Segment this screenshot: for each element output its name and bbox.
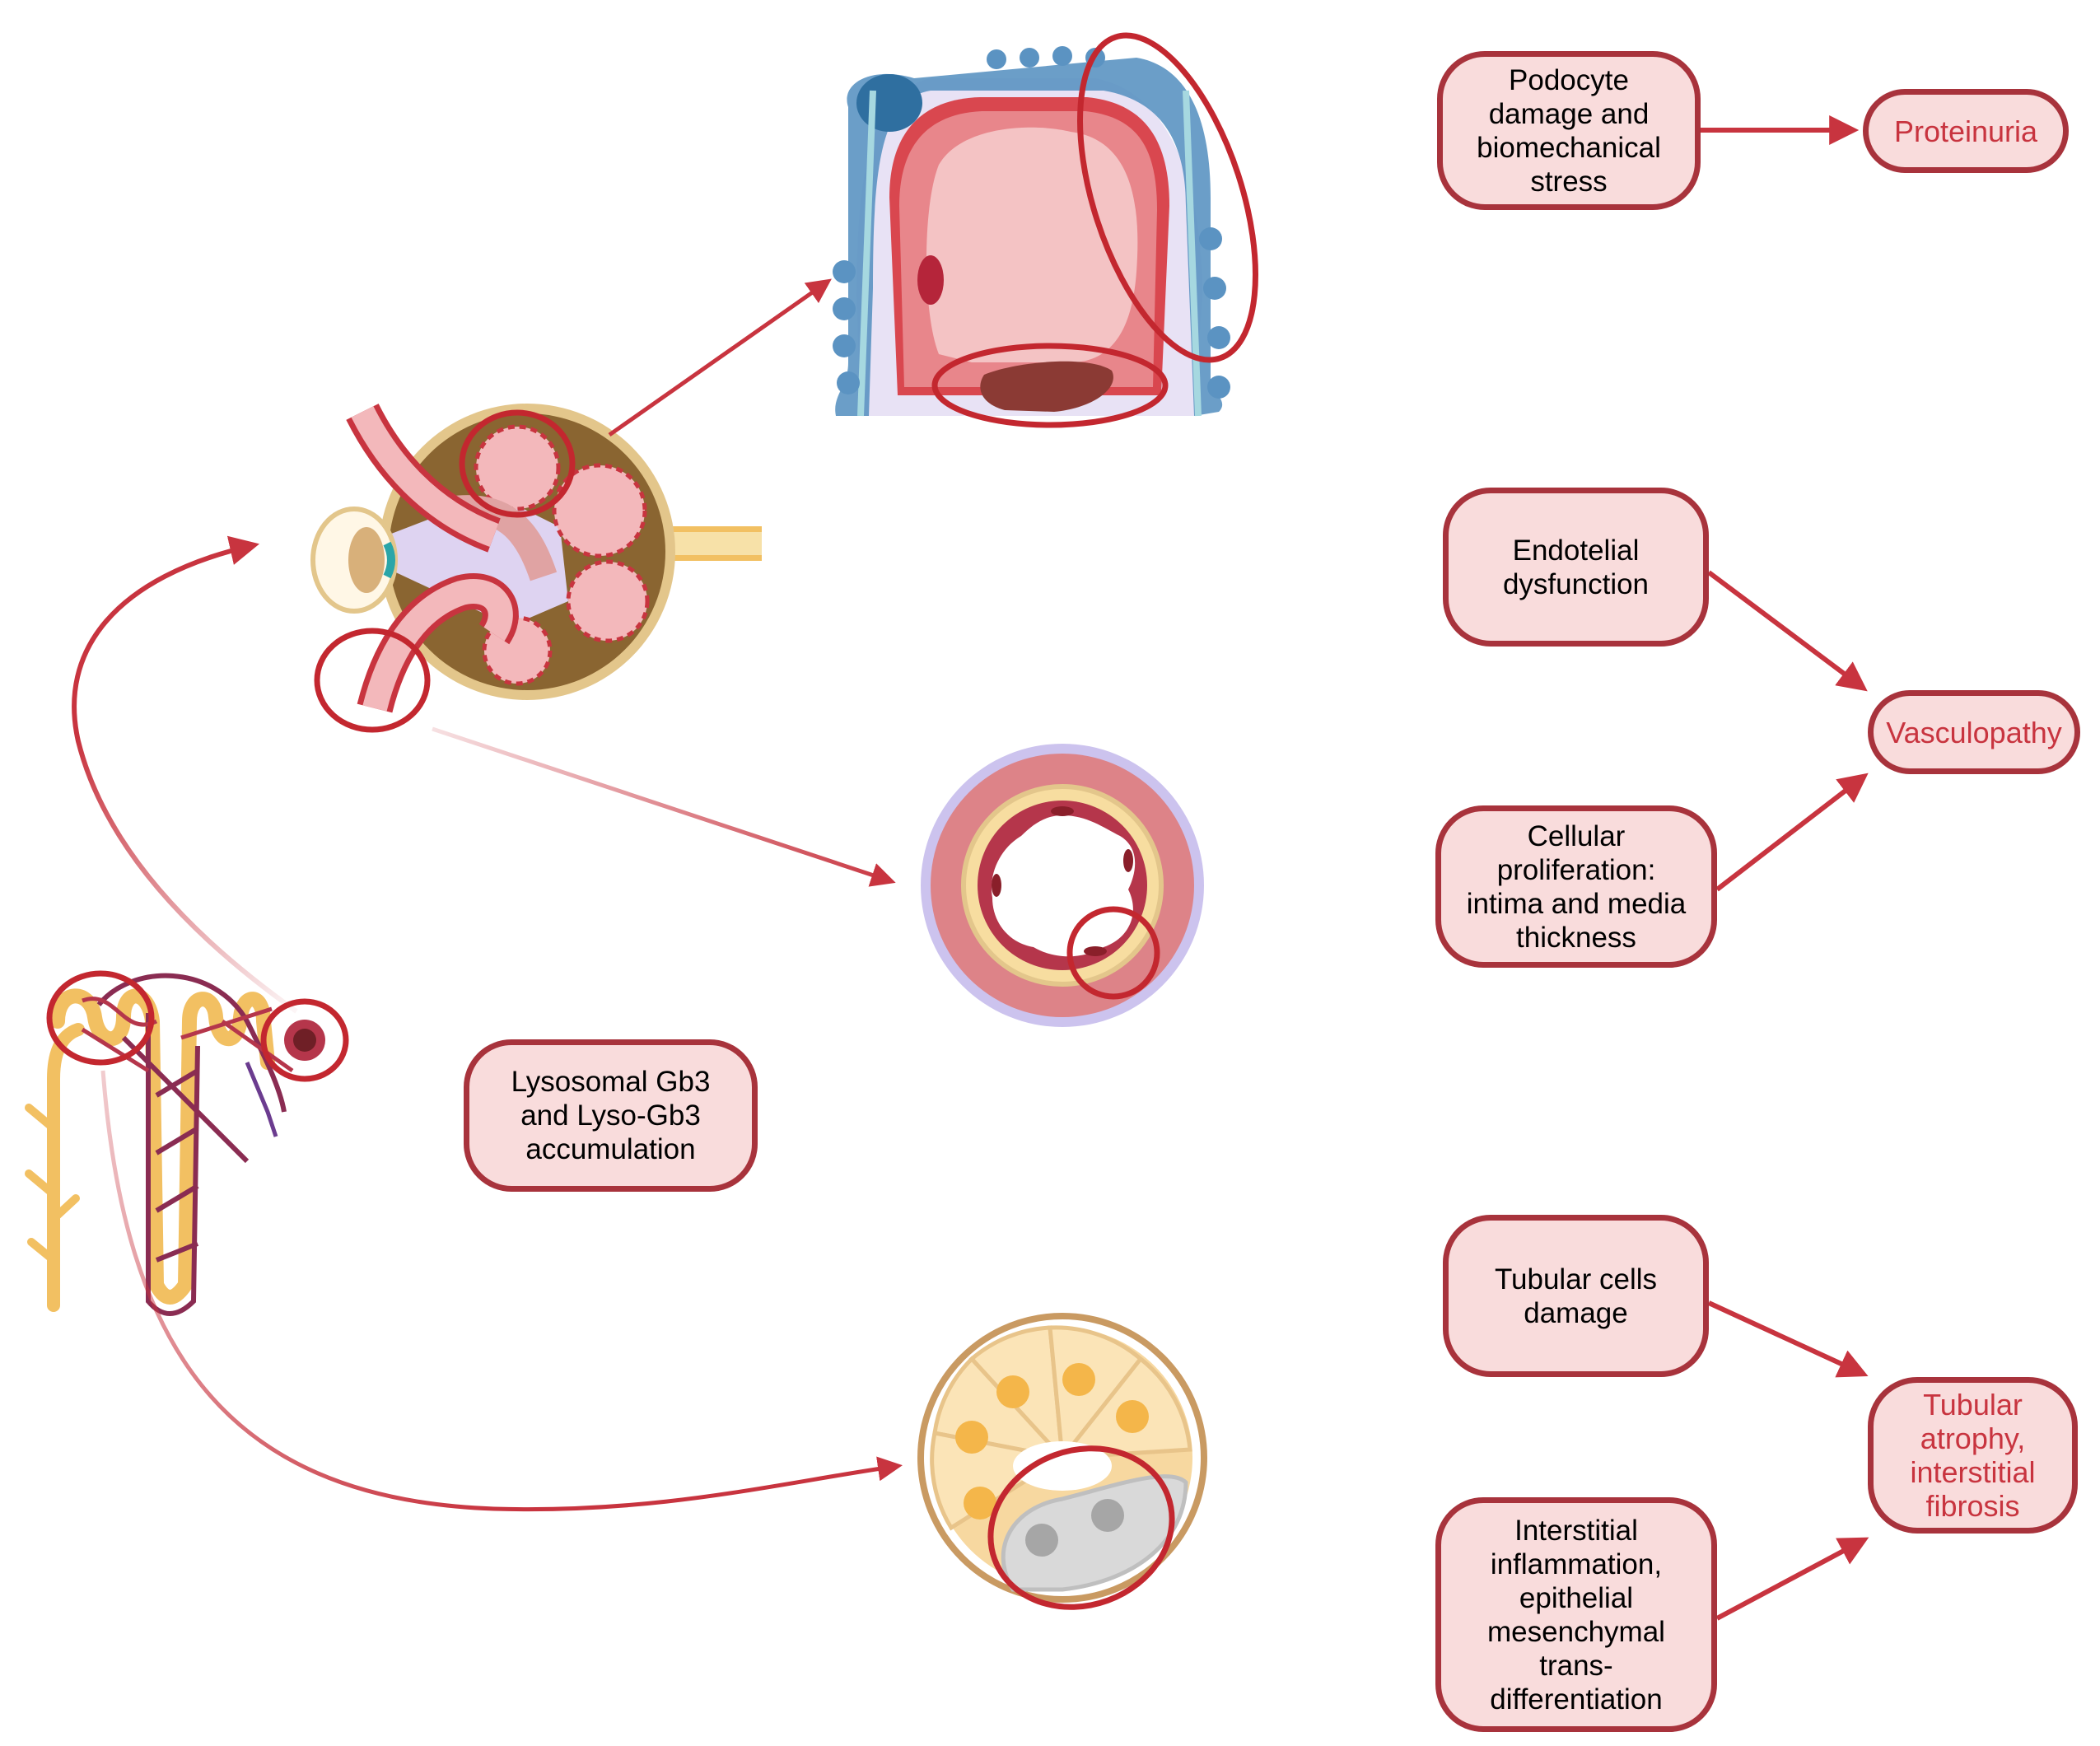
nephron-ring-proximal xyxy=(46,970,155,1066)
arrow-arteriole-to-vessel xyxy=(432,726,896,887)
tubule-ring-damaged-cells xyxy=(987,1445,1175,1610)
box-podocyte-damage: Podocyte damage and biomechanical stress xyxy=(1437,51,1701,210)
podocyte-ring-basement-membrane xyxy=(931,343,1169,428)
box-cellular-proliferation: Cellular proliferation: intima and media… xyxy=(1435,805,1717,968)
outcome-vasculopathy: Vasculopathy xyxy=(1868,690,2080,774)
box-tubular-damage-label: Tubular cells damage xyxy=(1494,1263,1658,1329)
box-interstitial-label: Interstitial inflammation, epithelial me… xyxy=(1487,1514,1665,1716)
outcome-proteinuria-label: Proteinuria xyxy=(1893,114,2038,148)
arrow-nephron-to-glomerulus xyxy=(72,535,298,1014)
podocyte-ring-foot-processes xyxy=(1077,32,1258,363)
glomerulus-ring-arteriole xyxy=(314,628,431,733)
glomerulus-icon xyxy=(310,404,762,713)
box-podocyte-label: Podocyte damage and biomechanical stress xyxy=(1477,63,1661,198)
box-interstitial-inflammation: Interstitial inflammation, epithelial me… xyxy=(1435,1497,1717,1732)
arrow-cellular-to-vasculopathy xyxy=(1715,773,1869,892)
box-lysosomal-accumulation: Lysosomal Gb3 and Lyso-Gb3 accumulation xyxy=(464,1039,758,1192)
box-lysosomal-label: Lysosomal Gb3 and Lyso-Gb3 accumulation xyxy=(511,1066,711,1165)
box-tubular-cells-damage: Tubular cells damage xyxy=(1443,1215,1709,1377)
outcome-proteinuria: Proteinuria xyxy=(1863,89,2069,173)
tubule-cross-section-icon xyxy=(917,1313,1207,1603)
outcome-tubular-atrophy-label: Tubular atrophy, interstitial fibrosis xyxy=(1910,1388,2036,1523)
box-endothelial-dysfunction: Endotelial dysfunction xyxy=(1443,488,1709,647)
outcome-tubular-atrophy: Tubular atrophy, interstitial fibrosis xyxy=(1868,1377,2078,1534)
artery-cross-section-icon xyxy=(921,744,1204,1027)
glomerulus-ring-capillary xyxy=(459,409,576,518)
arrow-endothelial-to-vasculopathy xyxy=(1707,570,1868,692)
vessel-ring-wall xyxy=(1066,906,1160,1000)
outcome-vasculopathy-label: Vasculopathy xyxy=(1886,715,2062,749)
nephron-ring-glomerulus xyxy=(260,998,349,1082)
arrow-glomerulus-to-podocyte xyxy=(608,278,832,437)
arrow-interstitial-to-atrophy xyxy=(1715,1537,1869,1621)
box-cellular-label: Cellular proliferation: intima and media… xyxy=(1466,819,1687,954)
arrow-nephron-to-tubule xyxy=(100,1070,903,1512)
nephron-icon xyxy=(25,973,325,1316)
capillary-loop-icon xyxy=(833,46,1230,417)
box-endothelial-label: Endotelial dysfunction xyxy=(1502,534,1650,600)
arrow-tubular-damage-to-atrophy xyxy=(1707,1300,1869,1378)
